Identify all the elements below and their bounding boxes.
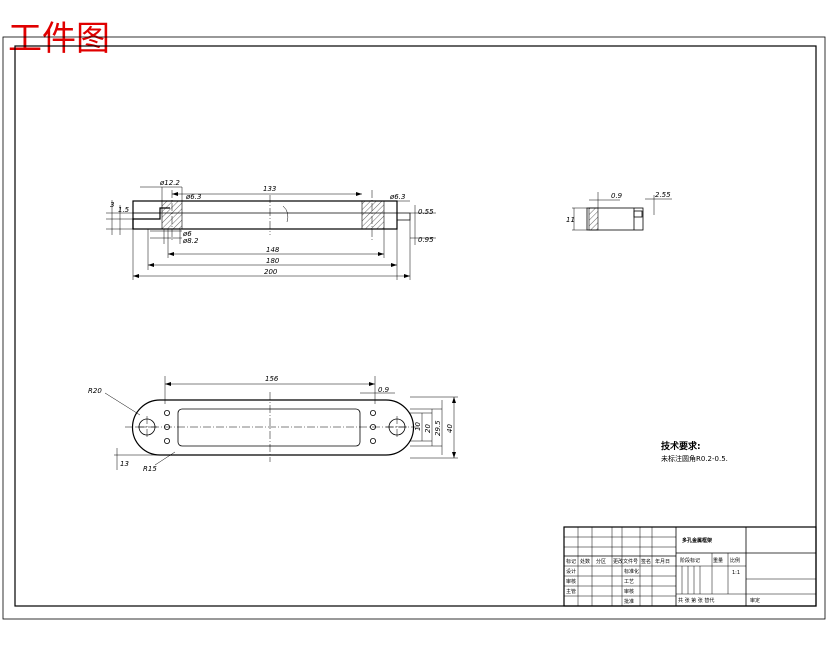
top-dim-r15: R15 xyxy=(143,465,157,473)
front-right-section xyxy=(361,200,385,230)
dim-133: 133 xyxy=(263,185,276,193)
tech-heading: 技术要求: xyxy=(661,440,701,452)
tb-batch: 批准 xyxy=(624,598,634,605)
tb-sheets: 共 张 第 张 替代 xyxy=(678,597,714,604)
tb-approve: 工艺 xyxy=(624,579,634,585)
technical-requirements: 技术要求: 未标注圆角R0.2-0.5. xyxy=(661,440,728,463)
tb-review: 审核 xyxy=(624,588,634,595)
top-dim-0-9: 0.9 xyxy=(378,386,390,394)
side-view: 0.9 2.55 11 xyxy=(566,191,672,231)
tb-col-sign: 签名 xyxy=(641,558,651,565)
top-dim-40: 40 xyxy=(446,424,454,433)
dim-148: 148 xyxy=(266,246,280,254)
tb-part-name: 多孔金属框架 xyxy=(682,537,712,544)
tb-col-count: 处数 xyxy=(580,558,590,565)
tb-main: 主管 xyxy=(566,588,576,595)
front-plate xyxy=(132,200,398,230)
tech-line-1: 未标注圆角R0.2-0.5. xyxy=(661,454,728,463)
dim-0-95: 0.95 xyxy=(418,236,434,244)
side-section xyxy=(588,207,599,231)
dim-0-55: 0.55 xyxy=(418,208,434,216)
dim-1-5: 1.5 xyxy=(118,206,130,214)
tb-col-zone: 分区 xyxy=(596,558,606,565)
title-block: 多孔金属框架 阶段标记 重量 比例 1:1 共 张 第 张 替代 审定 标记 处… xyxy=(563,526,817,607)
top-dim-29-5: 29.5 xyxy=(434,420,442,436)
dim-180: 180 xyxy=(266,257,280,265)
inner-frame xyxy=(14,45,817,607)
tb-check: 审核 xyxy=(566,578,576,585)
top-dim-10: 10 xyxy=(414,422,422,431)
tb-col-doc: 更改文件号 xyxy=(613,558,638,565)
tb-scale-value: 1:1 xyxy=(732,570,740,576)
side-dim-0-9: 0.9 xyxy=(611,192,623,200)
top-view: 156 0.9 R20 R15 13 10 20 29.5 40 xyxy=(88,375,458,473)
tb-design: 设计 xyxy=(566,568,576,575)
tb-col-date: 年月日 xyxy=(655,558,670,565)
dim-d6-3-left: ø6.3 xyxy=(185,193,201,201)
tb-scale: 比例 xyxy=(730,557,740,564)
side-dim-2-55: 2.55 xyxy=(655,191,671,199)
top-dim-13: 13 xyxy=(120,460,129,468)
dim-d6: ø6 xyxy=(182,230,192,238)
top-dim-156: 156 xyxy=(265,375,279,383)
dim-d12-2: ø12.2 xyxy=(159,179,180,187)
front-view: 133 ø12.2 ø6.3 ø6.3 0.55 0.95 3 1.5 ø6 ø… xyxy=(106,179,436,280)
tb-approve2: 审定 xyxy=(750,597,760,604)
top-dim-r20: R20 xyxy=(88,387,102,395)
top-dim-20: 20 xyxy=(424,424,432,433)
drawing-title: 工件图 xyxy=(8,19,110,59)
dim-d6-3-right: ø6.3 xyxy=(389,193,405,201)
top-outline xyxy=(131,399,415,456)
dim-200: 200 xyxy=(264,268,278,276)
side-dim-11: 11 xyxy=(566,216,575,224)
tb-stage: 阶段标记 xyxy=(680,557,700,564)
top-slot xyxy=(177,408,361,447)
outer-frame xyxy=(2,36,826,620)
tb-weight: 重量 xyxy=(713,557,723,564)
dim-d8-2: ø8.2 xyxy=(182,237,199,245)
tb-col-mark: 标记 xyxy=(566,558,576,565)
tb-std: 标准化 xyxy=(624,568,639,575)
